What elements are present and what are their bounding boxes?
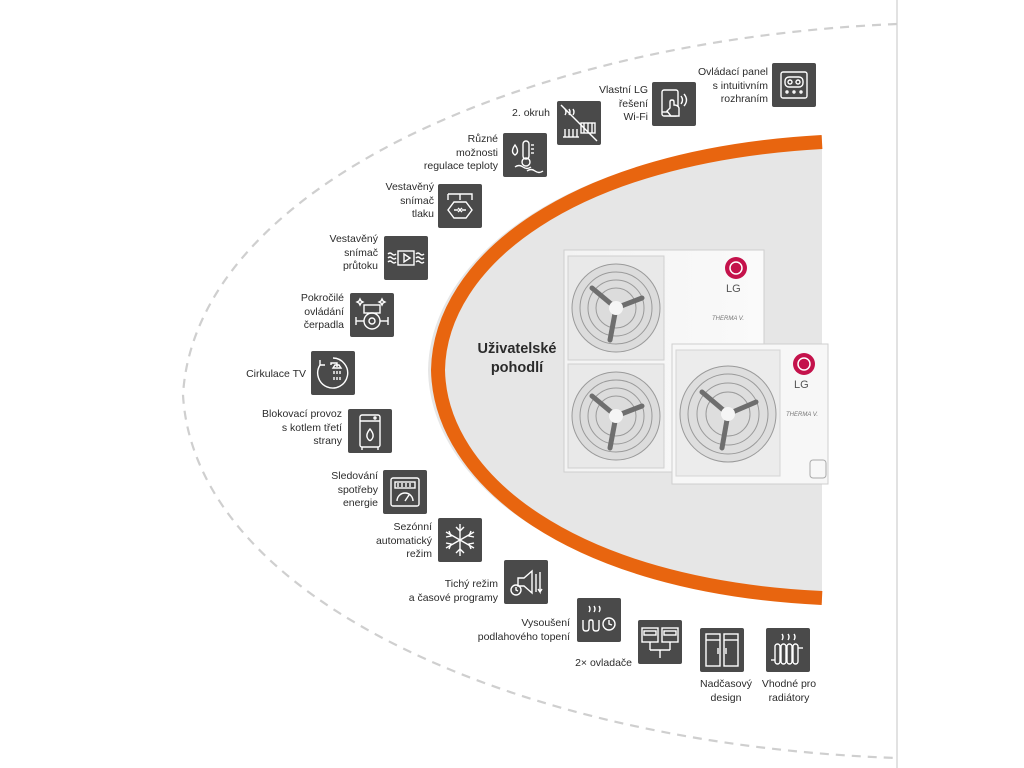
therma-v-logo: THERMA V. xyxy=(712,316,744,322)
lg-logo-text-small: LG xyxy=(794,379,809,391)
feature-label: Sezónní automatický režim xyxy=(375,521,432,560)
feature-label: Vestavěný snímač tlaku xyxy=(385,181,434,220)
feature-label: Vysoušení podlahového topení xyxy=(477,617,570,643)
feature-label: Vestavěný snímač průtoku xyxy=(329,233,378,272)
heat-pump-large-unit: LG THERMA V. xyxy=(563,249,765,473)
snowflake-sun-icon xyxy=(438,518,482,562)
feature-label: 2× ovladače xyxy=(575,657,632,669)
feature-label: Vhodné pro radiátory xyxy=(761,678,817,704)
orange-arc xyxy=(430,135,823,605)
energy-meter-icon xyxy=(383,470,427,514)
feature-label: Sledování spotřeby energie xyxy=(331,470,378,509)
feature-label: Ovládací panel s intuitivním rozhraním xyxy=(697,66,768,105)
pressure-sensor-icon xyxy=(438,184,482,228)
radiator-icon xyxy=(766,628,810,672)
feature-label: Nadčasový design xyxy=(700,678,752,704)
feature-label: Různé možnosti regulace teploty xyxy=(423,133,498,172)
floor-heating-clock-icon xyxy=(577,598,621,642)
center-title: Uživatelské pohodlí xyxy=(477,341,557,376)
lg-logo-text: LG xyxy=(726,283,741,295)
heat-pump-small-unit: LG THERMA V. xyxy=(671,343,829,485)
feature-label: Vlastní LG řešení Wi-Fi xyxy=(598,84,648,123)
thermometer-drop-icon xyxy=(503,133,547,177)
cabinet-icon xyxy=(700,628,744,672)
boiler-icon xyxy=(348,409,392,453)
feature-label: Pokročilé ovládání čerpadla xyxy=(300,292,344,331)
flow-sensor-icon xyxy=(384,236,428,280)
feature-label: 2. okruh xyxy=(512,107,550,119)
therma-v-logo-small: THERMA V. xyxy=(786,412,818,418)
feature-label: Blokovací provoz s kotlem třetí strany xyxy=(262,408,342,447)
feature-label: Cirkulace TV xyxy=(246,368,306,380)
second-circuit-icon xyxy=(557,101,601,145)
silent-speaker-icon xyxy=(504,560,548,604)
dual-controller-icon xyxy=(638,620,682,664)
feature-label: Tichý režim a časové programy xyxy=(408,578,498,604)
shower-circulation-icon xyxy=(311,351,355,395)
dashed-outline xyxy=(181,22,898,760)
pump-icon xyxy=(350,293,394,337)
control-panel-icon xyxy=(772,63,816,107)
smartphone-wifi-icon xyxy=(652,82,696,126)
